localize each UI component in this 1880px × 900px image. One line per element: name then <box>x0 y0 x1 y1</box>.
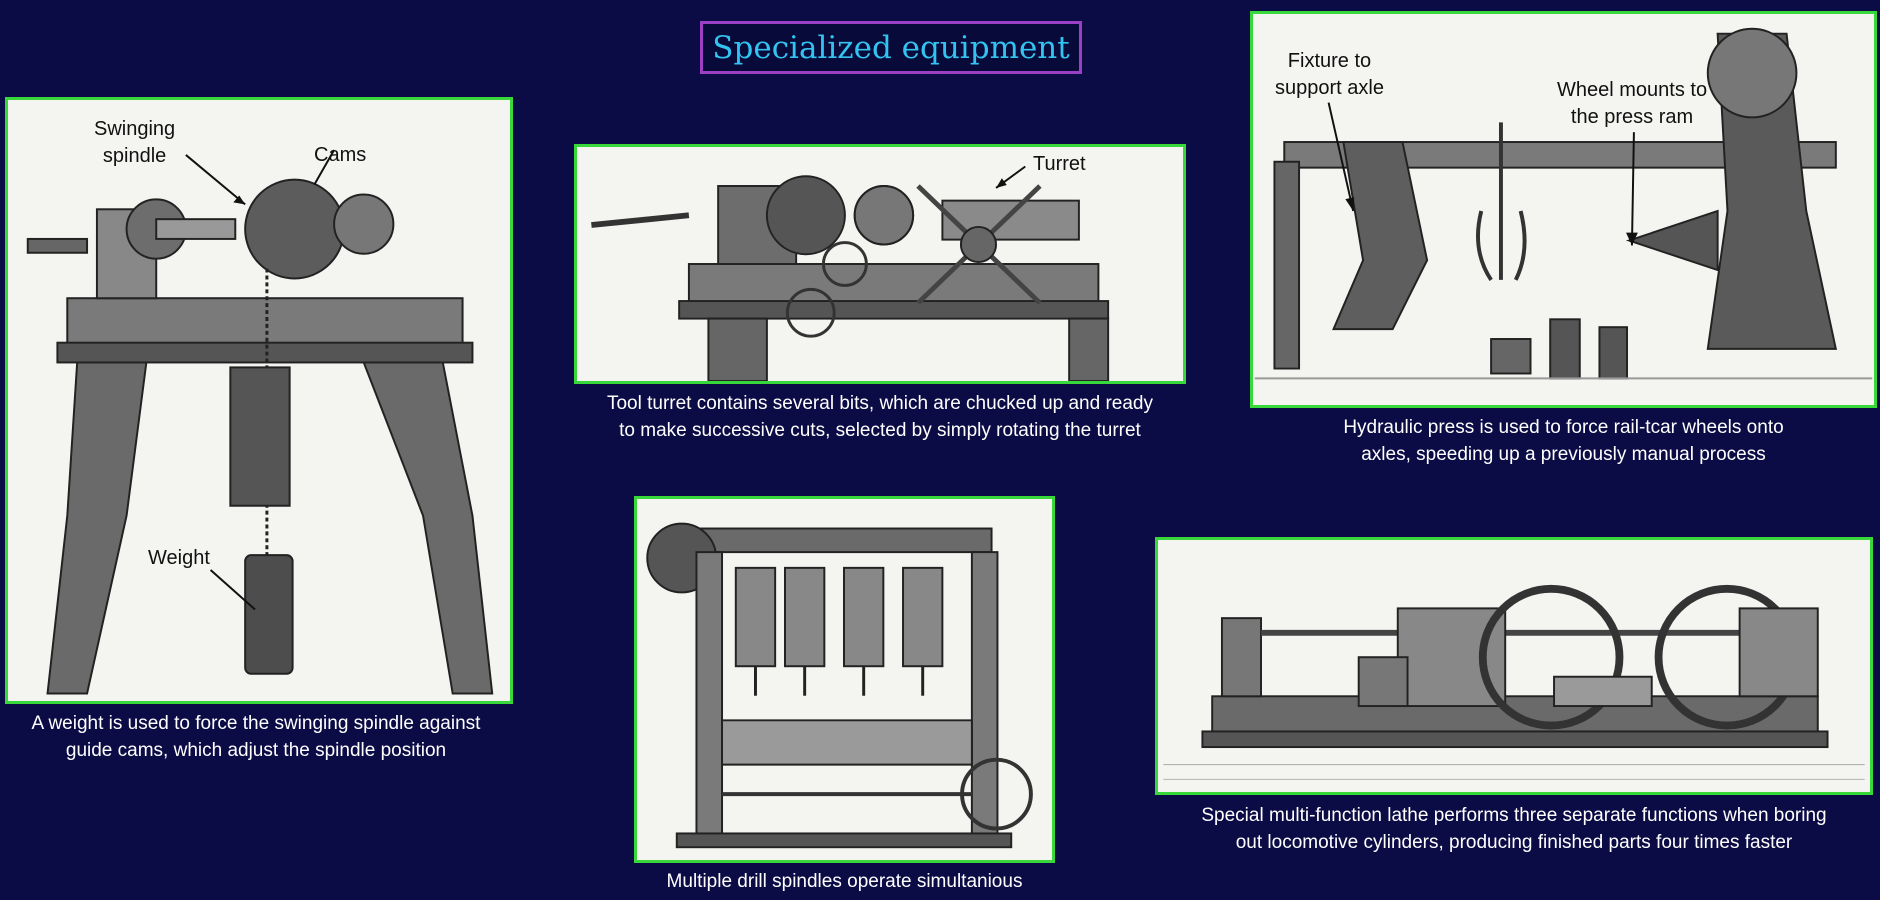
lathe-caption-line1: Special multi-function lathe performs th… <box>1201 805 1827 826</box>
turret-lathe-caption: Tool turret contains several bits, which… <box>578 390 1182 444</box>
turret-caption-line1: Tool turret contains several bits, which… <box>606 393 1154 414</box>
label-weight: Weight <box>148 547 210 569</box>
lathe-caption-line2: out locomotive cylinders, producing fini… <box>1235 832 1793 853</box>
multiple-drill-caption: Multiple drill spindles operate simultan… <box>666 871 1023 892</box>
multiple-drill-image <box>634 496 1055 863</box>
multi-function-lathe-illustration <box>1163 584 1865 780</box>
multi-function-lathe-caption: Special multi-function lathe performs th… <box>1155 802 1873 856</box>
swing-caption-line2: guide cams, which adjust the spindle pos… <box>65 740 447 761</box>
swinging-spindle-caption: A weight is used to force the swinging s… <box>0 710 512 764</box>
hydraulic-press-caption: Hydraulic press is used to force rail-tc… <box>1250 414 1877 468</box>
label-cams: Cams <box>314 144 367 166</box>
turret-lathe-image: Turret <box>574 144 1186 384</box>
label-wheel-line2: the press ram <box>1570 106 1694 128</box>
turret-caption-line2: to make successive cuts, selected by sim… <box>619 420 1141 441</box>
page-title: Specialized equipment <box>712 29 1070 66</box>
label-swinging-line2: spindle <box>102 145 167 167</box>
press-caption-line2: axles, speeding up a previously manual p… <box>1361 444 1766 465</box>
label-wheel-line1: Wheel mounts to <box>1557 79 1708 101</box>
label-swinging-spindle: Swinging spindle <box>94 116 175 170</box>
swing-caption-line1: A weight is used to force the swinging s… <box>31 713 481 734</box>
hydraulic-press-image: Fixture to support axle Wheel mounts to … <box>1250 11 1877 408</box>
hydraulic-press-illustration <box>1254 27 1873 380</box>
label-wheel-mounts: Wheel mounts to the press ram <box>1557 77 1707 131</box>
multi-function-lathe-image <box>1155 537 1873 795</box>
label-fixture-line1: Fixture to <box>1287 50 1372 72</box>
label-swinging-line1: Swinging <box>94 118 176 140</box>
page-title-box: Specialized equipment <box>700 21 1082 74</box>
swinging-spindle-image: Swinging spindle Cams Weight <box>5 97 513 704</box>
multiple-drill-illustration <box>646 522 1033 849</box>
label-fixture-line2: support axle <box>1275 77 1384 99</box>
label-fixture: Fixture to support axle <box>1275 48 1384 102</box>
label-turret: Turret <box>1033 153 1086 175</box>
swinging-spindle-illustration <box>26 149 494 695</box>
turret-lathe-illustration <box>591 165 1110 381</box>
press-caption-line1: Hydraulic press is used to force rail-tc… <box>1343 417 1784 438</box>
